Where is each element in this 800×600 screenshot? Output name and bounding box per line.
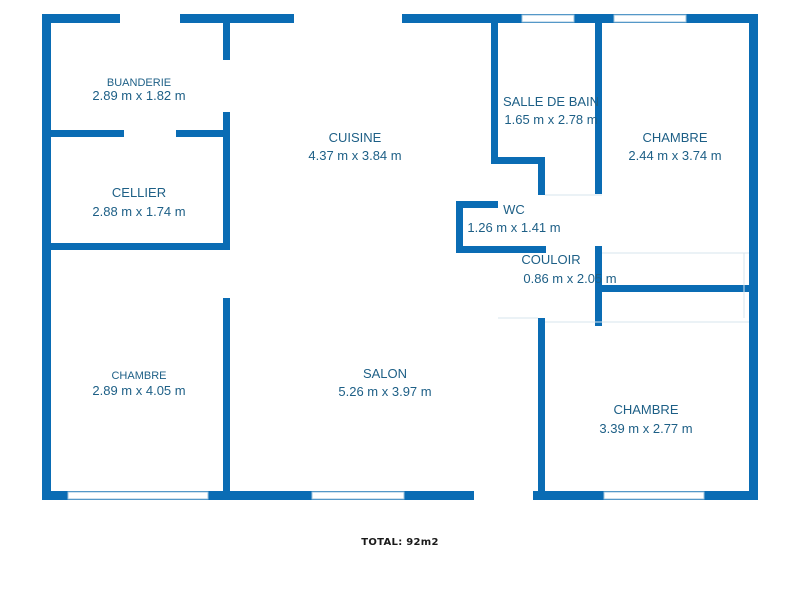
room-chambre2-dims: 2.44 m x 3.74 m — [628, 148, 721, 163]
wall-wc-top — [456, 201, 498, 208]
wall-bain-bottom — [491, 157, 545, 164]
wall-bain-left — [491, 14, 498, 164]
wall-buanderie-right-bottom — [223, 112, 230, 250]
room-cellier-name: CELLIER — [112, 185, 166, 200]
room-wc-dims: 1.26 m x 1.41 m — [467, 220, 560, 235]
window-chambre3 — [603, 491, 705, 500]
wall-left — [42, 14, 51, 500]
partitions — [498, 194, 749, 323]
wall-right — [749, 14, 758, 500]
total-area: TOTAL: 92m2 — [361, 537, 439, 548]
windows — [67, 14, 705, 500]
room-cellier-dims: 2.88 m x 1.74 m — [92, 204, 185, 219]
wall-wc-bottom — [456, 246, 546, 253]
wall-wc-left — [456, 201, 463, 253]
wall-top-left — [42, 14, 120, 23]
room-chambre1-name: CHAMBRE — [111, 370, 166, 382]
room-buanderie-dims: 2.89 m x 1.82 m — [92, 88, 185, 103]
window-chambre-left — [67, 491, 209, 500]
room-chambre1-dims: 2.89 m x 4.05 m — [92, 383, 185, 398]
wall-wc-right-top — [538, 157, 545, 195]
wall-chambre3-left — [538, 318, 545, 500]
room-couloir-dims: 0.86 m x 2.05 m — [523, 271, 616, 286]
room-chambre3-dims: 3.39 m x 2.77 m — [599, 421, 692, 436]
wall-top-mid — [180, 14, 294, 23]
room-buanderie-name: BUANDERIE — [107, 77, 171, 89]
wall-bain-chambre — [595, 14, 602, 194]
room-cuisine-dims: 4.37 m x 3.84 m — [308, 148, 401, 163]
room-salon-dims: 5.26 m x 3.97 m — [338, 384, 431, 399]
room-chambre3-name: CHAMBRE — [613, 402, 678, 417]
window-salon — [311, 491, 405, 500]
wall-buanderie-cellier-left — [42, 130, 124, 137]
room-labels: BUANDERIE 2.89 m x 1.82 m CELLIER 2.88 m… — [92, 77, 721, 436]
wall-top-right — [402, 14, 758, 23]
room-chambre2-name: CHAMBRE — [642, 130, 707, 145]
wall-cellier-chambre — [42, 243, 230, 250]
room-salle-de-bain-name: SALLE DE BAIN — [503, 94, 599, 109]
room-salle-de-bain-dims: 1.65 m x 2.78 m — [504, 112, 597, 127]
wall-placard-mid — [595, 285, 758, 292]
room-wc-name: WC — [503, 202, 525, 217]
window-chambre-top — [613, 14, 687, 23]
room-cuisine-name: CUISINE — [329, 130, 382, 145]
wall-bottom-left — [42, 491, 474, 500]
wall-buanderie-cellier-right — [176, 130, 230, 137]
wall-chambre-salon — [223, 298, 230, 500]
room-couloir-name: COULOIR — [521, 252, 580, 267]
wall-buanderie-right-top — [223, 14, 230, 60]
room-salon-name: SALON — [363, 366, 407, 381]
window-bain — [521, 14, 575, 23]
